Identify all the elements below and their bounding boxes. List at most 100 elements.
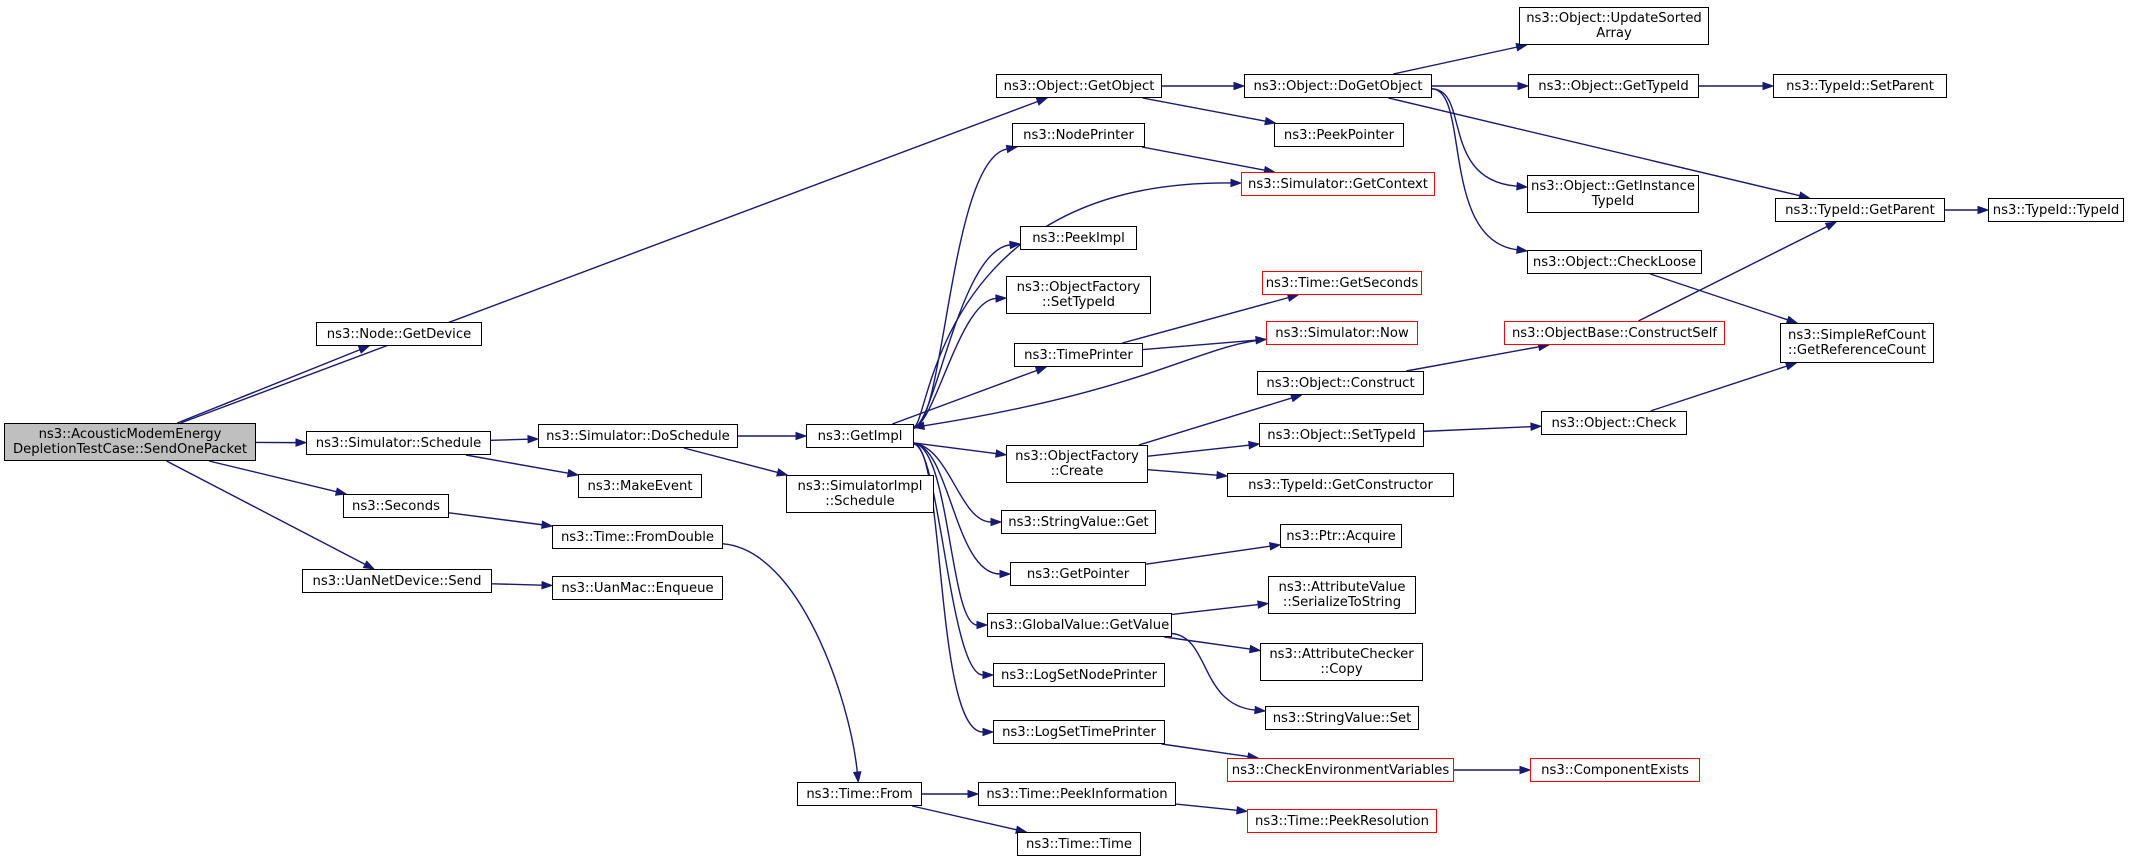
graph-node-stringvalue-get[interactable]: ns3::StringValue::Get	[1001, 510, 1156, 534]
graph-node-object-check[interactable]: ns3::Object::Check	[1541, 411, 1687, 435]
graph-node-label: ns3::Node::GetDevice	[326, 326, 472, 342]
graph-node-object-checkloose[interactable]: ns3::Object::CheckLoose	[1527, 250, 1702, 274]
graph-node-simulatorimpl-schedule[interactable]: ns3::SimulatorImpl::Schedule	[786, 475, 934, 513]
graph-node-uanmac-enqueue[interactable]: ns3::UanMac::Enqueue	[552, 576, 723, 600]
graph-node-seconds[interactable]: ns3::Seconds	[343, 494, 449, 518]
graph-node-label: ns3::Simulator::Now	[1275, 325, 1409, 341]
graph-node-time-from[interactable]: ns3::Time::From	[797, 782, 922, 806]
call-edge	[1406, 346, 1540, 372]
call-edge	[1650, 365, 1787, 412]
graph-node-typeid-typeid[interactable]: ns3::TypeId::TypeId	[1988, 198, 2124, 222]
graph-node-nodeprinter[interactable]: ns3::NodePrinter	[1012, 123, 1145, 147]
arrow-head-icon	[1516, 181, 1529, 191]
arrow-head-icon	[1005, 144, 1019, 154]
graph-node-node-getdevice[interactable]: ns3::Node::GetDevice	[316, 322, 482, 346]
graph-node-label: ns3::AttributeChecker	[1269, 647, 1414, 662]
graph-node-stringvalue-set[interactable]: ns3::StringValue::Set	[1265, 706, 1419, 730]
graph-node-object-getobject[interactable]: ns3::Object::GetObject	[996, 74, 1162, 98]
graph-node-objectbase-constructself[interactable]: ns3::ObjectBase::ConstructSelf	[1504, 321, 1725, 345]
call-edge	[1147, 468, 1218, 476]
call-edge	[448, 512, 543, 526]
graph-node-attributechecker-copy[interactable]: ns3::AttributeChecker::Copy	[1260, 643, 1423, 681]
graph-node-getimpl[interactable]: ns3::GetImpl	[806, 424, 914, 448]
graph-node-simplerefcount-getreferencecount[interactable]: ns3::SimpleRefCount::GetReferenceCount	[1780, 323, 1934, 363]
graph-node-typeid-getconstructor[interactable]: ns3::TypeId::GetConstructor	[1227, 473, 1454, 497]
graph-node-time-fromdouble[interactable]: ns3::Time::FromDouble	[552, 525, 723, 549]
graph-node-time-peekinformation[interactable]: ns3::Time::PeekInformation	[978, 782, 1176, 806]
call-edge	[490, 438, 529, 441]
graph-node-label: ::Schedule	[825, 494, 895, 509]
graph-node-uannetdevice-send[interactable]: ns3::UanNetDevice::Send	[302, 569, 492, 593]
arrow-head-icon	[1034, 366, 1048, 375]
call-edge	[465, 454, 569, 474]
graph-node-simulator-getcontext[interactable]: ns3::Simulator::GetContext	[1241, 172, 1435, 196]
call-edge	[683, 447, 778, 474]
graph-node-label: ns3::GetPointer	[1026, 566, 1130, 582]
graph-node-label: ns3::ObjectFactory	[1015, 449, 1139, 464]
arrow-head-icon	[1257, 600, 1270, 609]
graph-node-label: ns3::TypeId::SetParent	[1786, 78, 1934, 94]
arrow-head-icon	[852, 771, 862, 784]
graph-node-label: ns3::PeekPointer	[1283, 127, 1395, 143]
graph-node-simulator-doschedule[interactable]: ns3::Simulator::DoSchedule	[538, 424, 738, 448]
graph-node-logsettimeprinter[interactable]: ns3::LogSetTimePrinter	[993, 720, 1165, 744]
graph-node-object-settypeid[interactable]: ns3::Object::SetTypeId	[1259, 423, 1424, 447]
arrow-head-icon	[1233, 81, 1246, 91]
call-edge	[1393, 46, 1517, 75]
arrow-head-icon	[1254, 705, 1267, 715]
call-edge	[166, 460, 366, 566]
arrow-head-icon	[295, 438, 308, 447]
graph-node-attributevalue-serializetostring[interactable]: ns3::AttributeValue::SerializeToString	[1268, 576, 1416, 614]
arrow-head-icon	[1530, 422, 1543, 431]
graph-node-label: ::GetReferenceCount	[1788, 343, 1926, 358]
graph-node-time-getseconds[interactable]: ns3::Time::GetSeconds	[1262, 271, 1422, 295]
graph-node-label: Array	[1596, 26, 1632, 41]
graph-node-label: TypeId	[1591, 194, 1635, 209]
graph-node-peekpointer[interactable]: ns3::PeekPointer	[1274, 123, 1404, 147]
graph-node-label: ns3::Object::SetTypeId	[1267, 427, 1416, 443]
graph-node-label: ::SerializeToString	[1282, 595, 1402, 610]
graph-node-peekimpl[interactable]: ns3::PeekImpl	[1020, 226, 1137, 250]
arrow-head-icon	[1290, 393, 1303, 403]
graph-node-globalvalue-getvalue[interactable]: ns3::GlobalValue::GetValue	[987, 613, 1172, 637]
arrow-head-icon	[976, 620, 989, 630]
graph-node-logsetnodeprinter[interactable]: ns3::LogSetNodePrinter	[993, 663, 1165, 687]
graph-node-time-time[interactable]: ns3::Time::Time	[1017, 832, 1141, 856]
graph-node-label: ns3::PeekImpl	[1032, 230, 1125, 246]
graph-node-object-gettypeid[interactable]: ns3::Object::GetTypeId	[1528, 74, 1699, 98]
graph-node-time-peekresolution[interactable]: ns3::Time::PeekResolution	[1247, 809, 1437, 833]
graph-node-simulator-now[interactable]: ns3::Simulator::Now	[1266, 321, 1418, 345]
graph-node-label: ns3::TypeId::GetParent	[1785, 202, 1935, 218]
graph-node-label: ns3::LogSetNodePrinter	[1000, 667, 1157, 683]
arrow-head-icon	[1264, 116, 1277, 126]
call-edge	[1161, 743, 1249, 758]
graph-node-checkenvironmentvariables[interactable]: ns3::CheckEnvironmentVariables	[1227, 758, 1454, 782]
graph-node-label: ns3::SimpleRefCount	[1787, 328, 1927, 343]
arrow-head-icon	[995, 449, 1008, 458]
arrow-head-icon	[1249, 644, 1262, 654]
graph-node-label: ns3::Simulator::DoSchedule	[546, 428, 730, 444]
graph-node-typeid-getparent[interactable]: ns3::TypeId::GetParent	[1775, 198, 1945, 222]
graph-node-typeid-setparent[interactable]: ns3::TypeId::SetParent	[1773, 74, 1947, 98]
graph-node-ptr-acquire[interactable]: ns3::Ptr::Acquire	[1280, 524, 1402, 548]
arrow-head-icon	[1762, 81, 1775, 91]
graph-node-getpointer[interactable]: ns3::GetPointer	[1010, 562, 1146, 586]
graph-node-simulator-schedule[interactable]: ns3::Simulator::Schedule	[306, 431, 491, 455]
graph-node-componentexists[interactable]: ns3::ComponentExists	[1530, 758, 1700, 782]
arrow-head-icon	[357, 345, 371, 354]
graph-node-makeevent[interactable]: ns3::MakeEvent	[578, 474, 702, 498]
graph-node-objectfactory-create[interactable]: ns3::ObjectFactory::Create	[1006, 445, 1148, 483]
graph-node-label: ns3::Simulator::GetContext	[1248, 176, 1428, 192]
graph-node-label: ns3::Seconds	[352, 498, 440, 514]
graph-node-object-construct[interactable]: ns3::Object::Construct	[1257, 371, 1424, 395]
graph-node-label: ns3::Time::GetSeconds	[1265, 275, 1419, 291]
graph-node-label: ns3::ObjectFactory	[1016, 280, 1141, 295]
graph-node-objectfactory-settypeid[interactable]: ns3::ObjectFactory::SetTypeId	[1006, 276, 1151, 314]
graph-node-object-dogetobject[interactable]: ns3::Object::DoGetObject	[1244, 74, 1432, 98]
graph-node-timeprinter[interactable]: ns3::TimePrinter	[1014, 343, 1143, 367]
